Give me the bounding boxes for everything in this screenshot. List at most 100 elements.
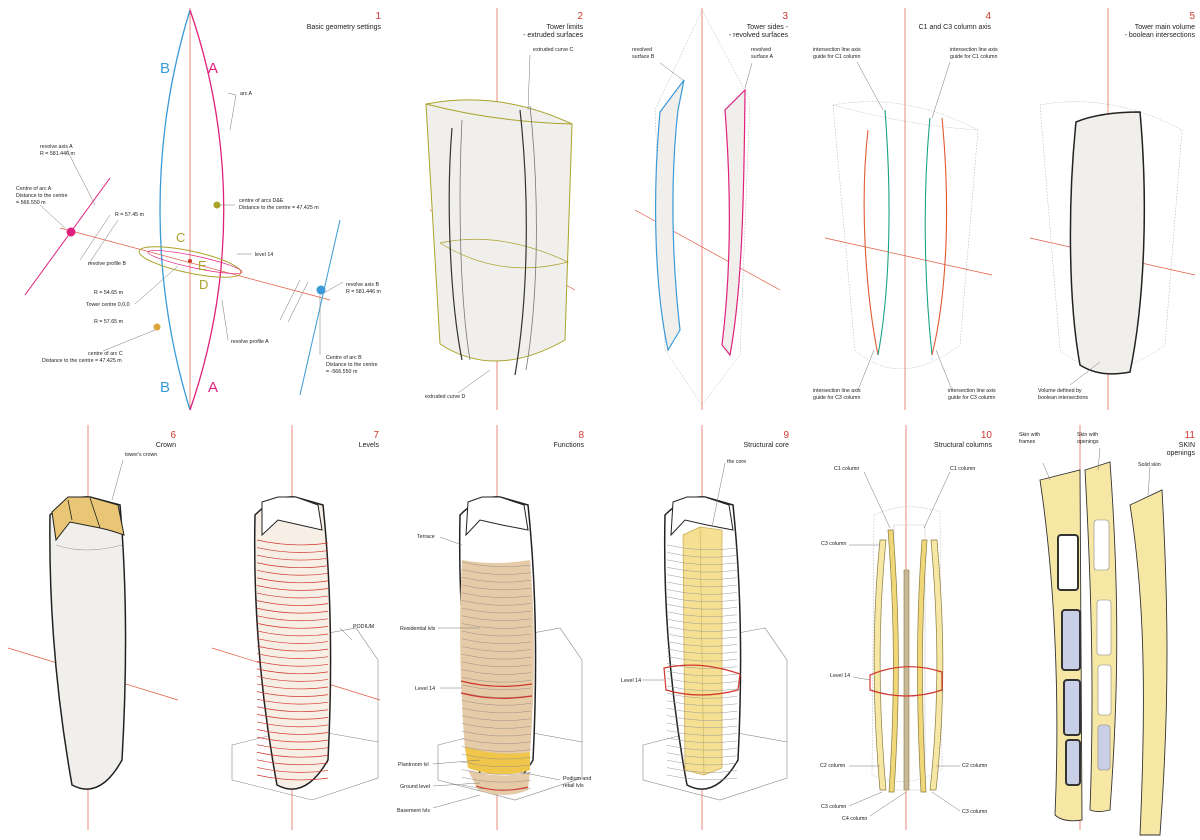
c3-axis-left — [863, 129, 879, 356]
label-revolved-a-1: revolved — [751, 47, 771, 53]
panel-8-title: Functions — [554, 442, 585, 449]
leader-revolved-b — [659, 62, 684, 81]
panel-10-header: 10 Structural columns — [934, 430, 992, 449]
panel-4-header: 4 C1 and C3 column axis — [919, 11, 992, 31]
c1-axis-right — [924, 117, 933, 356]
letter-d: D — [199, 277, 208, 292]
floor-line — [256, 698, 329, 705]
floor-line — [461, 669, 532, 675]
floor-line — [256, 615, 329, 622]
floor-line — [666, 589, 738, 595]
leader-revolve-axis-b — [323, 281, 344, 294]
floor-line — [256, 638, 329, 644]
panel-4-drawing: intersection line axis guide for C1 colu… — [813, 8, 998, 410]
label-guide-c1-left-2: guide for C1 column — [813, 54, 860, 60]
panel-3-header: 3 Tower sides - - revolved surfaces — [729, 11, 789, 39]
panel-5-header: 5 Tower main volume - boolean intersecti… — [1125, 11, 1196, 39]
floor-line — [461, 738, 532, 745]
leader-basement — [432, 794, 481, 809]
structural-core — [682, 526, 723, 776]
panel-9-header: 9 Structural core — [743, 430, 789, 449]
leader-revolve-profile-a — [221, 299, 229, 341]
tower-centre-dot — [188, 259, 192, 263]
letter-a-top: A — [208, 60, 218, 77]
label-volume-1: Volume defined by — [1038, 388, 1082, 394]
volume-dotted-outline — [871, 506, 943, 782]
label-ground: Ground level — [400, 784, 430, 790]
label-centre-arc-b-2: Distance to the centre — [326, 362, 378, 368]
leader-c1-left — [863, 471, 891, 529]
floor-line — [256, 714, 329, 720]
floor-line — [256, 607, 329, 614]
panel-4-title: C1 and C3 column axis — [919, 24, 992, 31]
leader-guide-c1-right — [931, 61, 951, 119]
floor-line — [461, 723, 532, 729]
floor-line — [256, 729, 329, 735]
floor-line — [666, 574, 738, 580]
label-volume-2: boolean intersections — [1038, 395, 1088, 401]
level-14-line-lower — [460, 692, 533, 700]
floor-line — [461, 577, 532, 583]
panel-3-number: 3 — [782, 11, 788, 22]
floor-line — [461, 630, 532, 637]
label-guide-c1-right-1: intersection line axis — [950, 47, 998, 53]
floor-line — [666, 774, 738, 781]
label-centre-arcs-de-1: centre of arcs D&E — [239, 198, 284, 204]
floor-line — [666, 567, 738, 573]
panel-3-title-line2: - revolved surfaces — [729, 32, 789, 39]
leader-arc-a — [227, 92, 237, 131]
label-c2-left: C2 column — [820, 763, 845, 769]
floor-line — [666, 641, 738, 647]
floor-line — [256, 630, 329, 637]
floor-line — [256, 736, 329, 743]
floor-line — [666, 559, 738, 565]
letter-e: E — [198, 258, 207, 273]
label-residential: Residential lvls — [400, 626, 436, 632]
panel-5-title-line1: Tower main volume — [1135, 24, 1195, 31]
floor-line — [461, 730, 532, 737]
skin-opening — [1063, 679, 1081, 736]
label-revolve-axis-a-2: R = 581.446 m — [40, 151, 75, 157]
label-guide-c3-left-2: guide for C3 column — [813, 395, 860, 401]
residential-zone — [460, 560, 534, 757]
volume-dotted-outline — [1039, 101, 1183, 369]
column-c1-right — [917, 539, 928, 793]
skin-opening — [1061, 609, 1081, 671]
panel-6-header: 6 Crown — [156, 430, 177, 449]
floor-line — [666, 752, 738, 758]
revolved-surface-a — [721, 88, 746, 357]
panel-2-number: 2 — [577, 11, 583, 22]
label-revolved-b-1: revolved — [632, 47, 652, 53]
label-r-5765: R = 57.65 m — [94, 319, 124, 325]
leader-volume — [1069, 361, 1101, 386]
panel-5-title-line2: - boolean intersections — [1125, 32, 1196, 39]
arc-b-profile — [159, 9, 191, 411]
floor-line — [666, 678, 738, 684]
leader-podium — [339, 627, 353, 641]
label-centre-arc-c-2: Distance to the centre = 47.425 m — [42, 358, 122, 364]
panel-3-drawing: revolved surface B revolved surface A — [632, 8, 781, 410]
label-core: the core — [727, 459, 746, 465]
leader-podium-retail — [519, 771, 561, 781]
tower-edge-left-inner — [459, 119, 471, 361]
label-level-14: level 14 — [255, 252, 273, 258]
floor-line — [256, 600, 329, 606]
label-r-5465: R = 54.65 m — [94, 290, 124, 296]
panel-9-drawing: the core Level 14 — [621, 425, 788, 830]
floor-line — [666, 745, 738, 751]
panel-4-number: 4 — [985, 11, 991, 22]
leader-extruded-c — [527, 54, 531, 111]
revolved-surface-b — [654, 79, 685, 352]
label-c1-right: C1 column — [950, 466, 975, 472]
floor-line — [666, 700, 738, 706]
leader-plantroom — [432, 759, 481, 765]
label-revolved-a-2: surface A — [751, 54, 774, 60]
label-solid-skin: Solid skin — [1138, 462, 1161, 468]
floor-level-lines — [461, 561, 532, 791]
label-skin-openings-1: Skin with — [1077, 432, 1098, 438]
panel-11-header: 11 SKIN openings — [1167, 430, 1196, 457]
floor-line — [461, 615, 532, 621]
floor-line — [461, 561, 532, 568]
label-revolve-profile-b: revolve profile B — [88, 261, 126, 267]
